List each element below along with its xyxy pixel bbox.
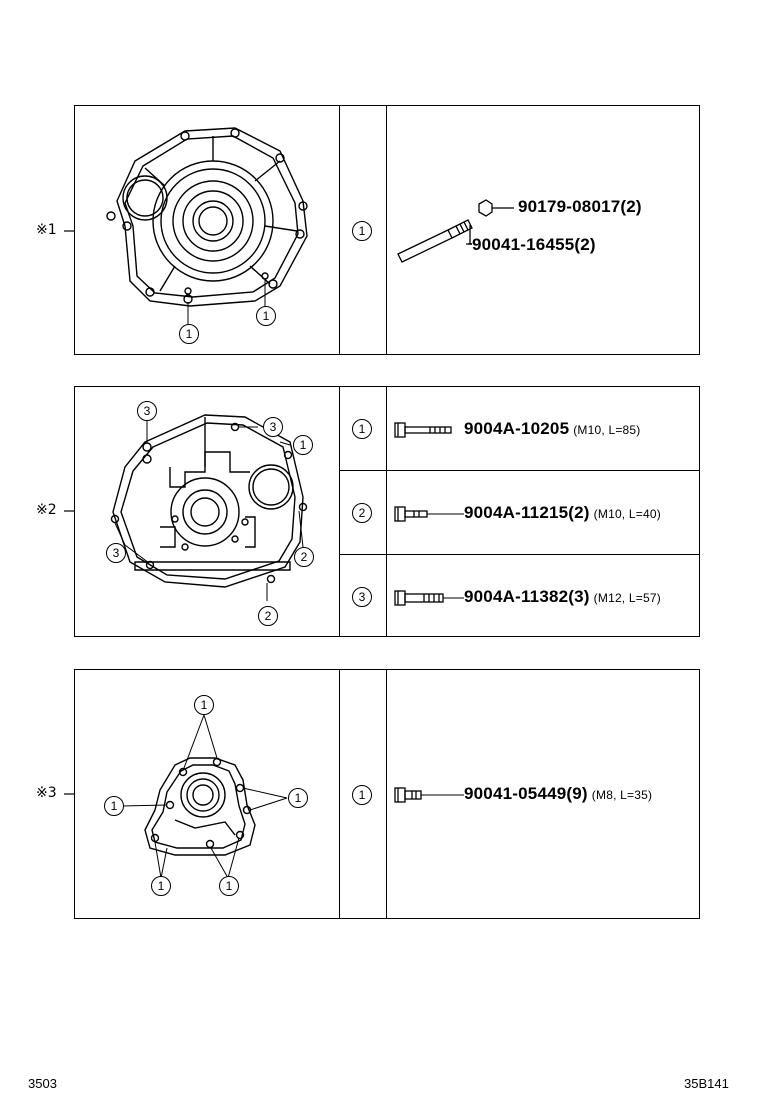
panel-1-index-col: 1	[339, 106, 387, 354]
panel-2-index-col: 1 2 3	[339, 387, 387, 636]
oil-pump-cover-drawing	[122, 714, 288, 879]
part-row: 9004A-11215(2)(M10, L=40)	[386, 470, 699, 554]
part-number: 9004A-11382(3)	[464, 587, 590, 606]
part-number: 90041-05449(9)	[464, 784, 588, 803]
panel-1-callout: 1	[256, 306, 276, 326]
panel-3-row-index: 1	[352, 785, 372, 805]
panel-3-callout: 1	[219, 876, 239, 896]
part-number: 90179-08017(2)	[518, 197, 642, 216]
panel-2-diagram: 3 3 1 3 2 2	[75, 387, 340, 636]
panel-2-marker-leader	[64, 510, 74, 512]
panel-1-row-index: 1	[352, 221, 372, 241]
part-spec: (M12, L=57)	[593, 591, 661, 605]
transmission-case-drawing	[106, 127, 308, 324]
panel-1-marker-leader	[64, 230, 74, 232]
footer-page-code: 3503	[28, 1076, 57, 1091]
bolt-icon	[394, 787, 464, 803]
part-spec: (M10, L=40)	[593, 507, 661, 521]
panel-3: 1 1 1 1 1 1 90041-05449(9)(M8, L=35)	[74, 669, 700, 919]
panel-3-index-col: 1	[339, 670, 387, 918]
panel-2-callout: 2	[294, 547, 314, 567]
panel-2: 3 3 1 3 2 2 1 2 3	[74, 386, 700, 637]
short-bolt-icon	[394, 506, 464, 522]
panel-2-marker: ※2	[36, 502, 57, 518]
panel-1-callout: 1	[179, 324, 199, 344]
long-bolt-icon	[394, 422, 452, 438]
part-spec: (M8, L=35)	[591, 788, 653, 802]
panel-3-callout: 1	[104, 796, 124, 816]
panel-2-callout: 3	[263, 417, 283, 437]
panel-3-marker-leader	[64, 793, 74, 795]
panel-3-callout: 1	[194, 695, 214, 715]
footer-figure-code: 35B141	[684, 1076, 729, 1091]
panel-3-callout: 1	[151, 876, 171, 896]
part-number: 9004A-10205	[464, 419, 570, 438]
panel-2-row-index: 3	[352, 587, 372, 607]
medium-bolt-icon	[394, 590, 464, 606]
panel-3-marker: ※3	[36, 785, 57, 801]
panel-2-callout: 1	[293, 435, 313, 455]
panel-2-callout: 3	[137, 401, 157, 421]
part-row: 9004A-10205(M10, L=85)	[386, 387, 699, 470]
panel-2-callout: 3	[106, 543, 126, 563]
panel-2-parts-col: 9004A-10205(M10, L=85) 9004A-11215(2)(M1…	[386, 387, 699, 636]
panel-1-diagram: 1 1	[75, 106, 340, 354]
panel-2-row-index: 1	[352, 419, 372, 439]
panel-1: 1 1 1	[74, 105, 700, 355]
panel-1-marker: ※1	[36, 222, 57, 238]
panel-3-callout: 1	[288, 788, 308, 808]
part-number: 90041-16455(2)	[472, 235, 596, 254]
panel-1-parts-col: 90179-08017(2) 90041-16455(2)	[386, 106, 699, 354]
panel-2-row-index: 2	[352, 503, 372, 523]
transaxle-case-drawing	[110, 414, 308, 601]
part-spec: (M10, L=85)	[573, 423, 641, 437]
panel-3-parts-col: 90041-05449(9)(M8, L=35)	[386, 670, 699, 918]
panel-2-callout: 2	[258, 606, 278, 626]
part-row: 9004A-11382(3)(M12, L=57)	[386, 554, 699, 638]
stud-and-nut-icon	[397, 199, 514, 263]
panel-3-diagram: 1 1 1 1 1	[75, 670, 340, 918]
part-number: 9004A-11215(2)	[464, 503, 590, 522]
